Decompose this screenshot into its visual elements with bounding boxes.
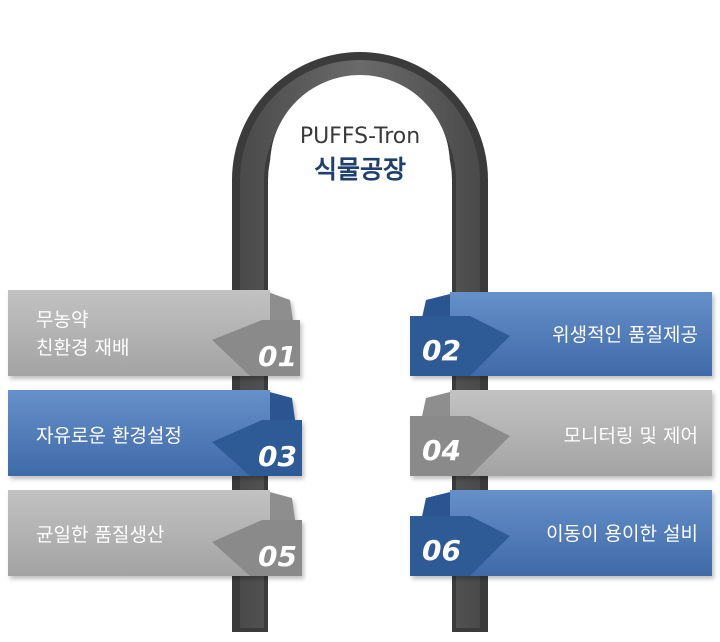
- item-05-label: 균일한 품질생산: [36, 524, 164, 546]
- item-05-banner: [8, 490, 270, 576]
- item-01-label-line2: 친환경 재배: [36, 337, 129, 359]
- item-05-tab: [212, 520, 302, 576]
- item-03-number: 03: [258, 440, 297, 473]
- item-04-number: 04: [422, 434, 461, 467]
- item-04-tab: [410, 416, 510, 476]
- item-06-tab: [410, 516, 510, 576]
- item-01-tab: [212, 320, 300, 376]
- item-01-label-line1: 무농약: [36, 309, 88, 331]
- item-06-label: 이동이 용이한 설비: [546, 523, 698, 545]
- item-01-banner: [8, 290, 270, 376]
- item-03-label: 자유로운 환경설정: [36, 425, 182, 447]
- item-01-number: 01: [258, 340, 297, 373]
- item-02-label: 위생적인 품질제공: [552, 324, 698, 346]
- item-06-number: 06: [422, 534, 461, 567]
- item-03: [8, 390, 302, 476]
- center-subtitle: 식물공장: [314, 155, 406, 184]
- center-title: PUFFS-Tron: [300, 124, 420, 149]
- item-04-label: 모니터링 및 제어: [564, 425, 698, 447]
- item-03-banner: [8, 390, 270, 476]
- item-05-number: 05: [258, 540, 297, 573]
- item-02-number: 02: [422, 334, 461, 367]
- item-01: [8, 290, 300, 376]
- item-03-tab: [212, 420, 302, 476]
- item-05: [8, 490, 302, 576]
- item-02-tab: [410, 316, 510, 376]
- item-02: [410, 292, 712, 376]
- center-hub: [270, 75, 450, 255]
- item-04: [410, 390, 712, 476]
- item-06: [410, 490, 712, 576]
